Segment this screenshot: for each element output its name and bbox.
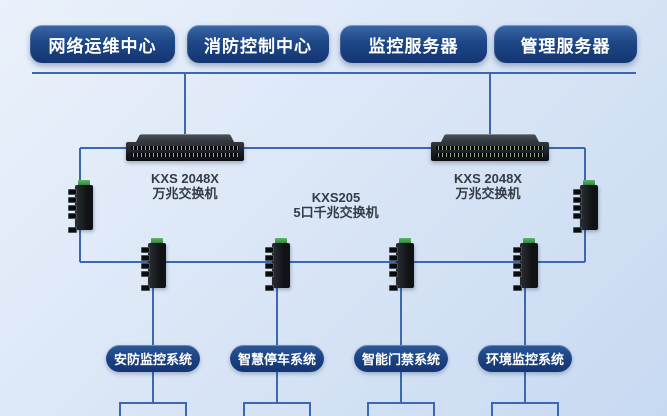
port (265, 247, 274, 253)
port (141, 247, 150, 253)
ethernet-ports (573, 189, 584, 233)
port (389, 271, 398, 277)
core-switch-1-label: KXS 2048X 万兆交换机 (151, 171, 219, 201)
port (141, 263, 150, 269)
port (68, 189, 77, 195)
port (573, 197, 582, 203)
switch-body (75, 185, 93, 230)
port (389, 255, 398, 261)
terminal-block (78, 180, 90, 186)
port (513, 255, 522, 261)
port (573, 189, 582, 195)
port (265, 255, 274, 261)
switch-type: 万兆交换机 (455, 186, 521, 201)
terminal-block (275, 238, 287, 244)
access-switch-4-icon (512, 238, 538, 291)
switch-front-face (431, 142, 549, 161)
port (389, 247, 398, 253)
split-connector-1 (119, 402, 187, 416)
switch-model: KXS 2048X (454, 171, 522, 186)
switch-model: KXS 2048X (151, 171, 219, 186)
port (68, 197, 77, 203)
switch-type: 5口千兆交换机 (293, 205, 379, 220)
port (573, 205, 582, 211)
node-smart-parking-system: 智慧停车系统 (230, 345, 324, 372)
edge-switch-left-icon (67, 180, 93, 233)
port (68, 227, 77, 233)
terminal-block (399, 238, 411, 244)
port (513, 271, 522, 277)
node-management-server: 管理服务器 (494, 25, 637, 63)
switch-body (272, 243, 290, 288)
core-switch-2-icon (431, 131, 549, 161)
node-security-monitoring-system: 安防监控系统 (106, 345, 200, 372)
split-connector-4 (491, 402, 559, 416)
ethernet-ports (141, 247, 152, 291)
port-row (131, 153, 239, 157)
port (141, 285, 150, 291)
switch-front-face (126, 142, 244, 161)
split-connector-3 (367, 402, 435, 416)
port (265, 285, 274, 291)
ethernet-ports (389, 247, 400, 291)
port (265, 263, 274, 269)
split-connector-2 (243, 402, 311, 416)
port (389, 285, 398, 291)
port (389, 263, 398, 269)
port-row (436, 146, 544, 150)
port-row (436, 153, 544, 157)
node-environment-monitoring-system: 环境监控系统 (478, 345, 572, 372)
access-switch-model-label: KXS205 5口千兆交换机 (293, 190, 378, 220)
core-switch-2-label: KXS 2048X 万兆交换机 (454, 171, 522, 201)
ethernet-ports (513, 247, 524, 291)
node-fire-control-center: 消防控制中心 (187, 25, 329, 63)
switch-model: KXS205 (311, 190, 361, 205)
access-switch-3-icon (388, 238, 414, 291)
ethernet-ports (265, 247, 276, 291)
port (265, 271, 274, 277)
port (573, 227, 582, 233)
switch-body (148, 243, 166, 288)
port (68, 205, 77, 211)
terminal-block (523, 238, 535, 244)
node-access-control-system: 智能门禁系统 (354, 345, 448, 372)
switch-body (520, 243, 538, 288)
terminal-block (151, 238, 163, 244)
node-network-ops-center: 网络运维中心 (30, 25, 175, 63)
switch-type: 万兆交换机 (152, 186, 218, 201)
port (68, 213, 77, 219)
port (141, 255, 150, 261)
port-row (131, 146, 239, 150)
port (141, 271, 150, 277)
access-switch-1-icon (140, 238, 166, 291)
terminal-block (583, 180, 595, 186)
switch-body (396, 243, 414, 288)
port (513, 285, 522, 291)
port (573, 213, 582, 219)
node-monitoring-server: 监控服务器 (340, 25, 487, 63)
ethernet-ports (68, 189, 79, 233)
port (513, 247, 522, 253)
port (513, 263, 522, 269)
access-switch-2-icon (264, 238, 290, 291)
core-switch-1-icon (126, 131, 244, 161)
switch-body (580, 185, 598, 230)
edge-switch-right-icon (572, 180, 598, 233)
